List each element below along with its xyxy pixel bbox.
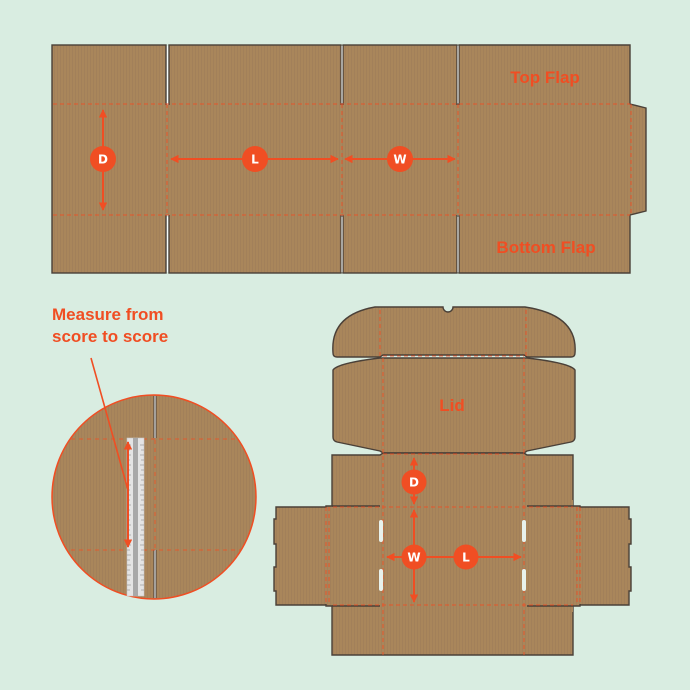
ruler-icon (126, 437, 145, 597)
callout-line-2: score to score (52, 327, 169, 346)
top-dieline: D L W Top Flap Bottom Flap (51, 44, 647, 274)
back-panel (331, 452, 574, 507)
mailer-depth-badge: D (401, 469, 427, 495)
svg-text:L: L (462, 551, 470, 565)
mailer-dieline: D W L Lid (273, 306, 632, 656)
svg-text:L: L (251, 153, 259, 167)
mailer-length-badge: L (453, 544, 479, 570)
svg-text:W: W (407, 551, 420, 565)
left-side-flap (273, 506, 327, 606)
lid-tuck-flap (332, 306, 576, 358)
depth-badge: D (90, 146, 116, 172)
length-badge: L (242, 146, 268, 172)
base-panel (325, 505, 581, 656)
zoom-detail (51, 357, 257, 600)
svg-text:W: W (393, 153, 406, 167)
mailer-width-badge: W (401, 544, 427, 570)
svg-text:D: D (98, 153, 108, 167)
callout-line-1: Measure from (52, 305, 164, 324)
callout-leader-line (90, 357, 129, 491)
lock-slots (379, 520, 526, 591)
top-flap-label: Top Flap (510, 68, 580, 87)
bottom-flap-label: Bottom Flap (496, 238, 595, 257)
measure-callout: Measure from score to score (52, 304, 168, 348)
right-side-flap (579, 506, 632, 606)
end-panel (458, 44, 647, 274)
svg-text:D: D (409, 476, 419, 490)
lid-label: Lid (439, 396, 465, 415)
width-badge: W (387, 146, 413, 172)
